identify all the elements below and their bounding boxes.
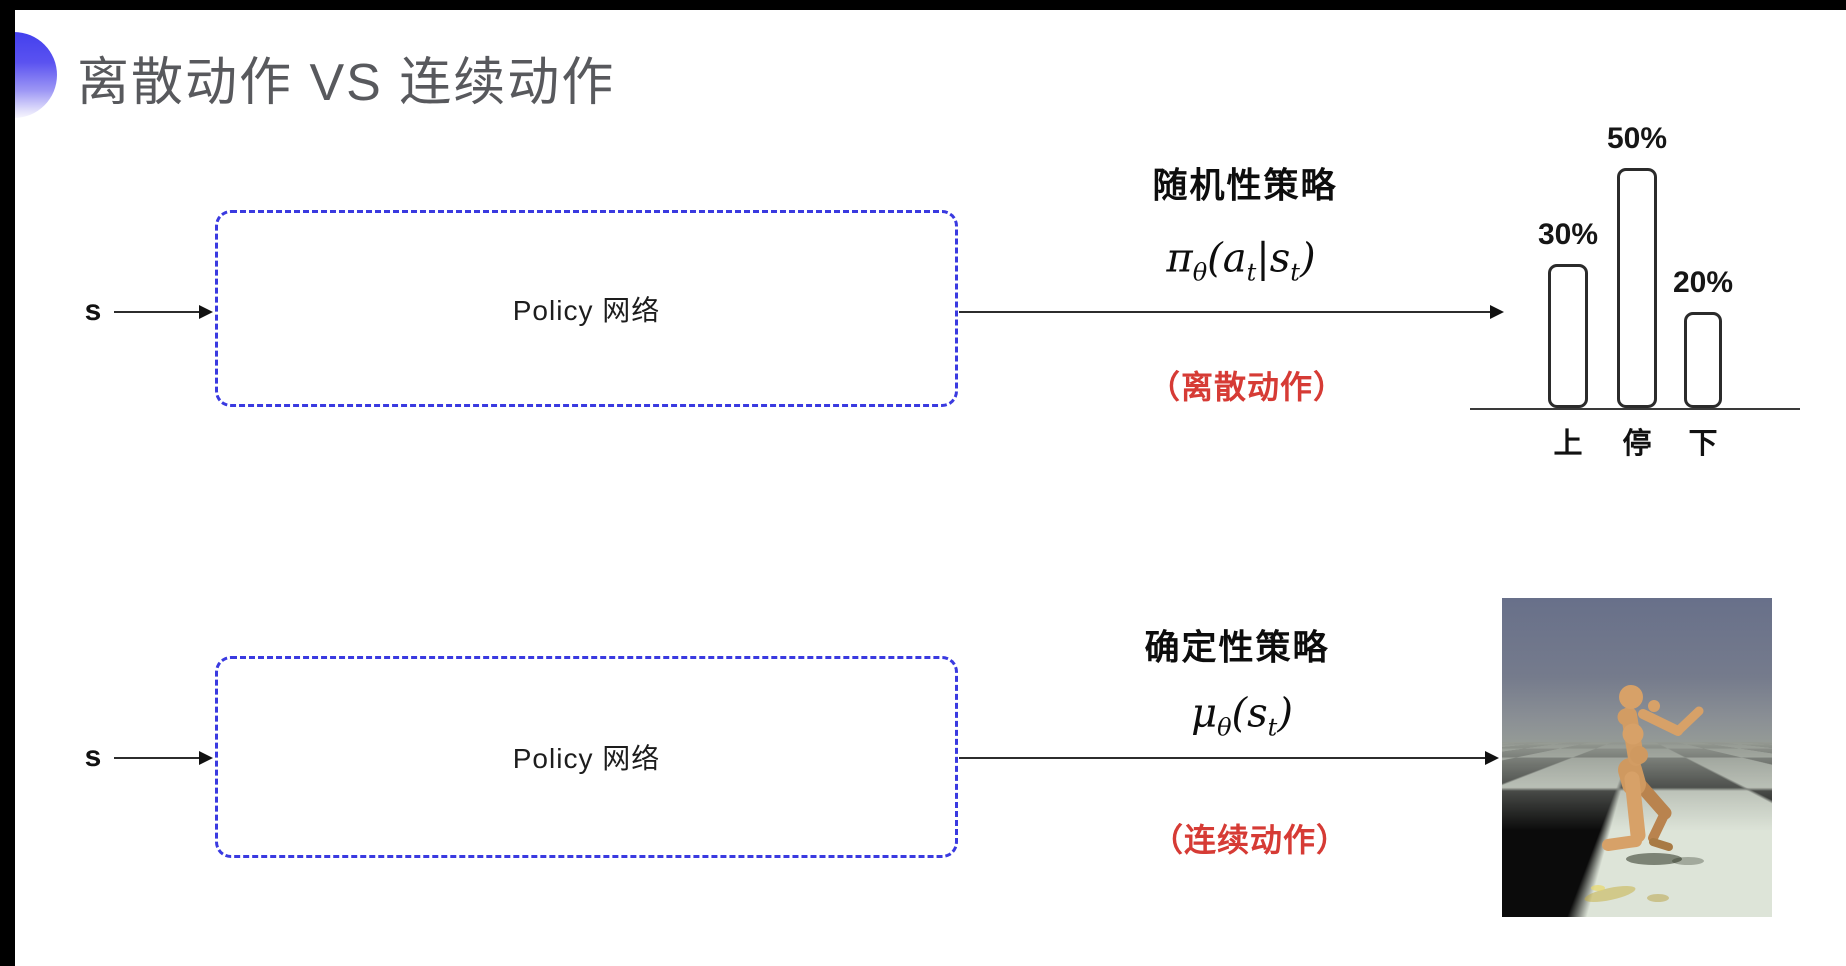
arrow-state-to-policy-bottom — [114, 751, 213, 765]
page-title: 离散动作 VS 连续动作 — [77, 54, 616, 112]
humanoid-simulation-image — [1502, 598, 1772, 917]
state-input-label-top: s — [84, 294, 102, 327]
action-probability-chart: 30% 50% 20% 上 停 下 — [1470, 95, 1802, 460]
arrow-policy-to-output-top — [959, 305, 1504, 319]
policy-network-label-bottom: Policy 网络 — [512, 743, 661, 774]
continuous-action-annotation: （连续动作） — [1150, 822, 1350, 858]
chart-bar-group: 20% — [1673, 266, 1733, 408]
category-label-up: 上 — [1553, 428, 1583, 460]
deterministic-policy-title: 确定性策略 — [1144, 628, 1330, 668]
discrete-action-annotation: （离散动作） — [1147, 369, 1347, 405]
head — [1619, 685, 1643, 709]
chart-bar-group: 30% — [1538, 218, 1598, 408]
bar-value-label: 50% — [1606, 122, 1668, 155]
arm — [1638, 700, 1704, 736]
humanoid-figure — [1584, 685, 1704, 902]
bar-value-label: 20% — [1672, 266, 1734, 299]
policy-network-box-bottom: Policy 网络 — [215, 656, 958, 858]
category-label-down: 下 — [1688, 428, 1718, 460]
category-label-stop: 停 — [1622, 428, 1652, 460]
near-leg — [1602, 771, 1646, 851]
chart-bar-group: 50% — [1607, 122, 1667, 408]
policy-network-box-top: Policy 网络 — [215, 210, 958, 407]
policy-network-label-top: Policy 网络 — [512, 294, 661, 326]
deterministic-policy-formula: μθ(st) — [1191, 690, 1293, 742]
stochastic-policy-formula: πθ(at|st) — [1166, 235, 1316, 287]
chart-baseline-axis — [1470, 408, 1800, 410]
top-letterbox-bar — [0, 0, 1846, 10]
bar-stop — [1617, 168, 1657, 408]
figure-shadow — [1584, 853, 1704, 902]
arrow-policy-to-output-bottom — [959, 751, 1499, 765]
left-letterbox-bar — [0, 0, 15, 966]
bar-up — [1548, 264, 1588, 408]
state-input-label-bottom: s — [84, 740, 102, 773]
stochastic-policy-title: 随机性策略 — [1152, 166, 1338, 206]
bar-value-label: 30% — [1537, 218, 1599, 251]
bar-down — [1684, 312, 1722, 408]
arrow-state-to-policy-top — [114, 305, 213, 319]
